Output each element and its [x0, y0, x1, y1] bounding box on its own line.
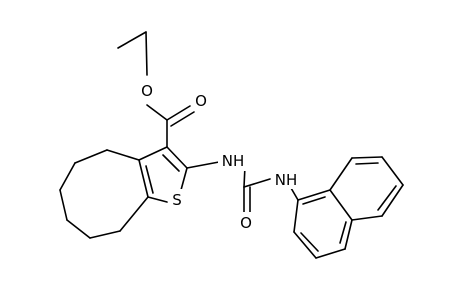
- svg-text:O: O: [240, 214, 252, 232]
- bond-naph-c2-c3: [293, 231, 317, 259]
- bond-s-c8a: [147, 196, 168, 203]
- bond-ring8-7: [119, 196, 149, 232]
- bond-naph-c8a-c1: [297, 189, 331, 201]
- bond-naph-c4a-c8a: [329, 189, 353, 221]
- bond-naph-c1-c2: [293, 199, 299, 233]
- bond-naph-c8-c7: [351, 156, 383, 159]
- bond-naph-c6-c5: [381, 184, 404, 217]
- bond-c3-c2-inner: [162, 154, 180, 172]
- bond-ethyl-ch2-o: [145, 31, 148, 76]
- svg-text:O: O: [141, 82, 153, 100]
- bond-c3-c3a: [138, 146, 168, 161]
- bond-ring8-3: [59, 162, 76, 191]
- bond-ring8-1: [106, 149, 140, 161]
- bond-c3a-c8a-outer: [138, 159, 149, 198]
- bond-naph-c4-c4a: [344, 219, 353, 250]
- naphthyl-nh-label: NH: [271, 169, 301, 189]
- urea-oxygen-label: O: [238, 212, 254, 232]
- svg-text:NH: NH: [222, 152, 245, 170]
- bond-naph-c7-c6: [381, 156, 404, 186]
- ester-carbonyl-oxygen-label: O: [193, 91, 209, 111]
- bond-carbonyl-double-1: [166, 105, 191, 121]
- bond-ethyl-ch3-ch2: [117, 31, 147, 49]
- bond-urea-c-nh: [243, 178, 271, 188]
- bond-ring8-2: [74, 149, 108, 164]
- svg-text:S: S: [172, 191, 182, 209]
- bond-ring8-5: [66, 219, 91, 239]
- svg-text:NH: NH: [275, 171, 298, 189]
- amide-nh-label: NH: [218, 151, 248, 171]
- bond-c2-s: [180, 167, 188, 191]
- thiophene-sulfur-label: S: [169, 189, 185, 209]
- bond-carbonyl-double-2: [170, 111, 195, 127]
- bond-naph-c4-c4a-inner: [339, 221, 347, 244]
- bond-ring8-6: [89, 230, 121, 239]
- bonds: [59, 31, 404, 259]
- bond-c2-nh: [186, 161, 220, 169]
- bond-naph-c8-c7-inner: [355, 162, 379, 165]
- bond-naph-c8a-c8: [329, 157, 353, 191]
- svg-text:O: O: [195, 92, 207, 110]
- bond-ring8-4: [59, 189, 68, 221]
- bond-naph-c5-c4a: [351, 215, 383, 221]
- bond-naph-c3-c4: [315, 248, 346, 259]
- bond-nh-naphthyl: [290, 187, 299, 201]
- bond-o-carbonyl: [146, 104, 168, 121]
- ether-oxygen-label: O: [139, 80, 155, 100]
- bond-c3a-c8a-inner: [145, 165, 154, 194]
- bond-c3-c2-outer: [166, 146, 188, 169]
- bond-naph-c8a-c1-inner: [302, 196, 326, 205]
- bond-naph-c6-c5-inner: [377, 185, 397, 211]
- bond-naph-c2-c3-inner: [300, 232, 319, 252]
- atom-labels: O O S NH NH O: [139, 80, 301, 232]
